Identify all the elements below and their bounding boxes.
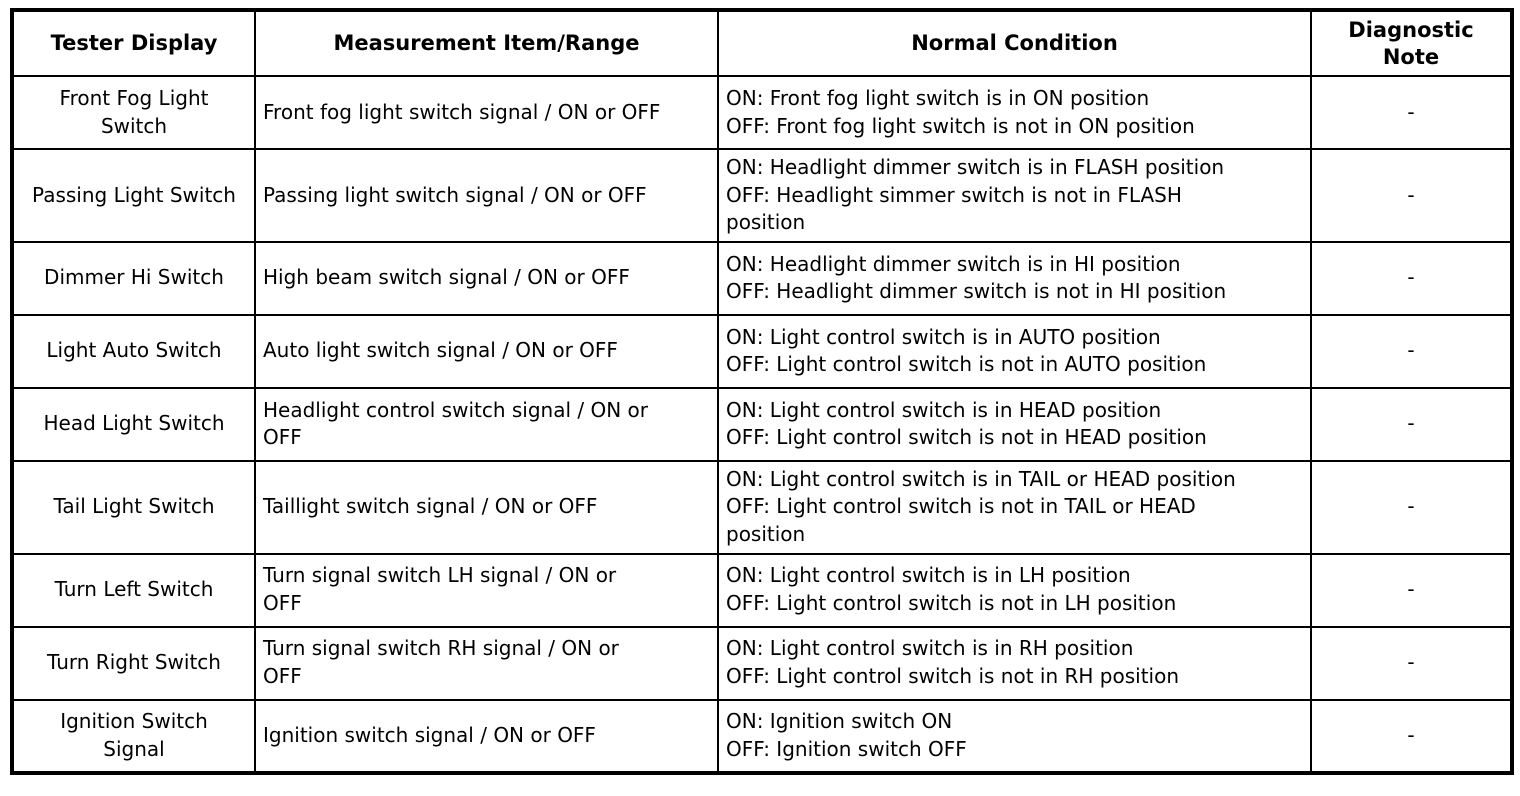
cell-diagnostic-note: - [1310, 698, 1513, 774]
table-body: Front Fog Light Switch Front fog light s… [11, 75, 1513, 774]
column-header-measurement-item-range: Measurement Item/Range [254, 9, 719, 77]
table-row: Turn Right Switch Turn signal switch RH … [11, 625, 1513, 701]
cell-measurement-item: Taillight switch signal / ON or OFF [254, 459, 719, 555]
table-row: Light Auto Switch Auto light switch sign… [11, 313, 1513, 389]
column-header-normal-condition: Normal Condition [717, 9, 1312, 77]
table-row: Tail Light Switch Taillight switch signa… [11, 459, 1513, 555]
cell-measurement-item: Auto light switch signal / ON or OFF [254, 313, 719, 389]
cell-measurement-item: Headlight control switch signal / ON or … [254, 386, 719, 462]
cell-tester-display: Tail Light Switch [11, 459, 256, 555]
cell-measurement-item: Front fog light switch signal / ON or OF… [254, 75, 719, 150]
table-row: Front Fog Light Switch Front fog light s… [11, 75, 1513, 150]
table-row: Head Light Switch Headlight control swit… [11, 386, 1513, 462]
cell-tester-display: Turn Right Switch [11, 625, 256, 701]
diagnostic-data-table: Tester Display Measurement Item/Range No… [10, 8, 1514, 775]
cell-diagnostic-note: - [1310, 240, 1513, 316]
cell-normal-condition: ON: Headlight dimmer switch is in FLASH … [717, 148, 1312, 243]
table-row: Ignition Switch Signal Ignition switch s… [11, 698, 1513, 774]
table-row: Turn Left Switch Turn signal switch LH s… [11, 552, 1513, 628]
cell-measurement-item: Ignition switch signal / ON or OFF [254, 698, 719, 774]
table-header: Tester Display Measurement Item/Range No… [11, 9, 1513, 77]
cell-normal-condition: ON: Light control switch is in AUTO posi… [717, 313, 1312, 389]
cell-tester-display: Light Auto Switch [11, 313, 256, 389]
table-row: Passing Light Switch Passing light switc… [11, 148, 1513, 243]
cell-diagnostic-note: - [1310, 75, 1513, 150]
cell-tester-display: Ignition Switch Signal [11, 698, 256, 774]
cell-normal-condition: ON: Front fog light switch is in ON posi… [717, 75, 1312, 150]
cell-measurement-item: Passing light switch signal / ON or OFF [254, 148, 719, 243]
cell-normal-condition: ON: Light control switch is in LH positi… [717, 552, 1312, 628]
cell-normal-condition: ON: Light control switch is in RH positi… [717, 625, 1312, 701]
cell-measurement-item: Turn signal switch RH signal / ON or OFF [254, 625, 719, 701]
cell-diagnostic-note: - [1310, 313, 1513, 389]
cell-normal-condition: ON: Ignition switch ON OFF: Ignition swi… [717, 698, 1312, 774]
cell-normal-condition: ON: Light control switch is in HEAD posi… [717, 386, 1312, 462]
cell-tester-display: Passing Light Switch [11, 148, 256, 243]
cell-diagnostic-note: - [1310, 459, 1513, 555]
cell-tester-display: Dimmer Hi Switch [11, 240, 256, 316]
cell-normal-condition: ON: Headlight dimmer switch is in HI pos… [717, 240, 1312, 316]
cell-measurement-item: High beam switch signal / ON or OFF [254, 240, 719, 316]
cell-tester-display: Turn Left Switch [11, 552, 256, 628]
column-header-tester-display: Tester Display [11, 9, 256, 77]
cell-tester-display: Front Fog Light Switch [11, 75, 256, 150]
cell-normal-condition: ON: Light control switch is in TAIL or H… [717, 459, 1312, 555]
cell-diagnostic-note: - [1310, 625, 1513, 701]
header-row: Tester Display Measurement Item/Range No… [11, 9, 1513, 77]
cell-tester-display: Head Light Switch [11, 386, 256, 462]
column-header-diagnostic-note: Diagnostic Note [1310, 9, 1513, 77]
table-row: Dimmer Hi Switch High beam switch signal… [11, 240, 1513, 316]
cell-diagnostic-note: - [1310, 386, 1513, 462]
cell-measurement-item: Turn signal switch LH signal / ON or OFF [254, 552, 719, 628]
cell-diagnostic-note: - [1310, 552, 1513, 628]
cell-diagnostic-note: - [1310, 148, 1513, 243]
